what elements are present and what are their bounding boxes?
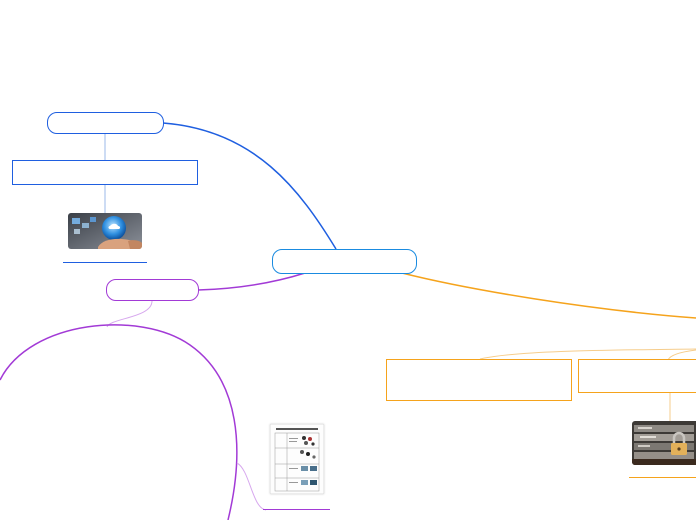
connector-orange-to-right-box xyxy=(667,349,696,361)
orange-box-left-node[interactable] xyxy=(386,359,572,401)
connector-purple-topic-to-arc xyxy=(106,300,153,328)
purple-document-underline xyxy=(263,509,330,510)
central-topic-node[interactable] xyxy=(272,249,417,274)
connector-central-to-blue-topic xyxy=(162,122,337,250)
orange-box-right-node[interactable] xyxy=(578,359,696,393)
orange-image-underline xyxy=(629,477,696,478)
connector-orange-to-left-box xyxy=(479,348,696,360)
purple-large-node-outline xyxy=(0,324,238,520)
server-padlock-image xyxy=(632,421,696,465)
connector-central-to-purple-topic xyxy=(197,272,306,291)
purple-topic-node[interactable] xyxy=(106,279,199,301)
blue-box-node[interactable] xyxy=(12,160,198,185)
blue-topic-node[interactable] xyxy=(47,112,164,134)
connector-central-to-orange-branch xyxy=(401,272,696,319)
globe-cloud-hand-image xyxy=(68,213,142,249)
blue-image-underline xyxy=(63,262,147,263)
document-thumbnail-image xyxy=(270,424,324,494)
connector-arc-to-document xyxy=(236,462,267,511)
